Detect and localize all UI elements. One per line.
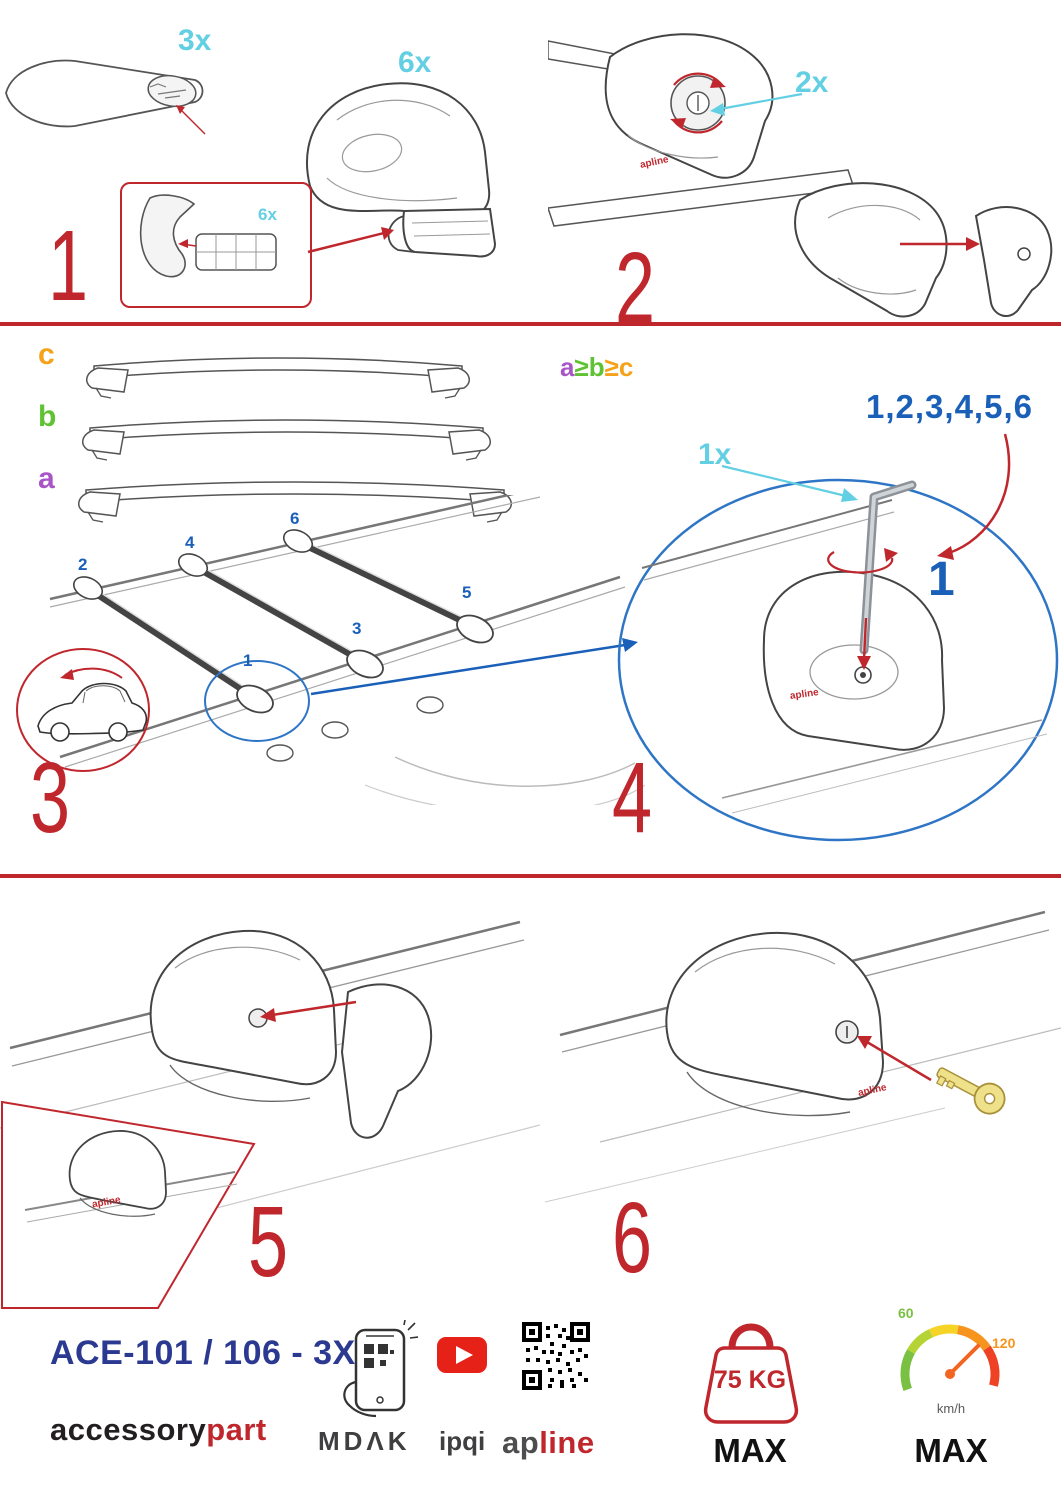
step4-number: 4 — [612, 742, 653, 854]
step2-number: 2 — [615, 232, 656, 344]
brand-accessory: accessory — [50, 1412, 207, 1447]
rubber-pad-detail-art — [139, 194, 277, 278]
step3-number: 3 — [30, 742, 71, 854]
apline-logo-text: apline — [502, 1427, 595, 1458]
step1-number: 1 — [48, 210, 89, 322]
crossbar-profile-art — [5, 59, 206, 135]
rule-a: a — [560, 352, 575, 382]
logo-line: line — [539, 1425, 595, 1460]
roof-installation-art — [49, 495, 645, 805]
position-6: 6 — [290, 509, 300, 528]
max-load-label: MAX — [713, 1432, 787, 1469]
rail-mount-art — [0, 920, 540, 1309]
position-1: 1 — [243, 651, 253, 670]
crossbar-b-art — [82, 419, 491, 461]
rule-ge1: ≥ — [574, 352, 589, 382]
foot-knob-art — [548, 33, 774, 179]
section-divider — [0, 322, 1061, 326]
position-2: 2 — [78, 555, 88, 574]
tighten-sequence-text: 1,2,3,4,5,6 — [866, 388, 1033, 425]
tool-quantity-label: 1x — [698, 438, 732, 471]
speed-min-label: 60 — [898, 1305, 914, 1321]
bar-c-label: c — [38, 338, 55, 371]
zoom-pointer-arrow — [310, 638, 638, 696]
speed-max-value-label: 120 — [992, 1335, 1016, 1351]
brand-part: part — [206, 1412, 267, 1447]
tool-pointer-arrow — [721, 464, 858, 502]
crossbar-c-art — [86, 357, 470, 399]
tightening-zoom-art — [617, 478, 1059, 842]
logo-ap: ap — [502, 1425, 540, 1460]
pad-insert-arrow — [307, 227, 394, 254]
knob-pointer-arrow — [710, 92, 803, 116]
step5-number: 5 — [248, 1186, 289, 1298]
pad-quantity-label: 6x — [258, 205, 277, 224]
rule-ge2: ≥ — [604, 352, 619, 382]
sequence-curve-arrow — [937, 433, 1011, 560]
position-4: 4 — [185, 533, 195, 552]
scan-phone-icon — [343, 1320, 418, 1418]
partner-mdak-text: MDΛK — [318, 1426, 411, 1456]
max-weight-icon — [703, 1323, 799, 1424]
size-rule-text: a≥b≥c — [560, 354, 633, 381]
speed-max-label: MAX — [914, 1432, 988, 1469]
pad-detail-callout-box — [120, 182, 312, 308]
car-direction-art — [16, 648, 150, 772]
partner-ipqi-text: ipqi — [439, 1426, 486, 1456]
position-5: 5 — [462, 583, 472, 602]
bar-quantity-label: 3x — [178, 24, 212, 57]
youtube-icon — [437, 1337, 487, 1373]
section-divider — [0, 874, 1061, 878]
rule-b: b — [588, 352, 605, 382]
max-load-value: 75 KG — [713, 1366, 787, 1394]
speedometer-icon — [900, 1324, 1000, 1391]
endcap-assembly-art — [548, 169, 1053, 318]
lock-key-art — [545, 910, 1061, 1203]
step6-number: 6 — [612, 1182, 653, 1294]
rule-c: c — [618, 352, 634, 382]
position-3: 3 — [352, 619, 362, 638]
first-position-number: 1 — [928, 553, 955, 606]
key-icon — [935, 1067, 1006, 1115]
brand-wordmark: accessorypart — [50, 1414, 267, 1445]
knob-quantity-label: 2x — [795, 66, 829, 99]
bar-a-label: a — [38, 462, 55, 495]
foot-assembly-art — [305, 82, 497, 258]
qr-code-icon — [522, 1322, 590, 1390]
bar-b-label: b — [38, 400, 57, 433]
speed-unit-label: km/h — [936, 1401, 966, 1416]
model-number-text: ACE-101 / 106 - 3X — [50, 1334, 356, 1372]
foot-quantity-label: 6x — [398, 46, 432, 79]
